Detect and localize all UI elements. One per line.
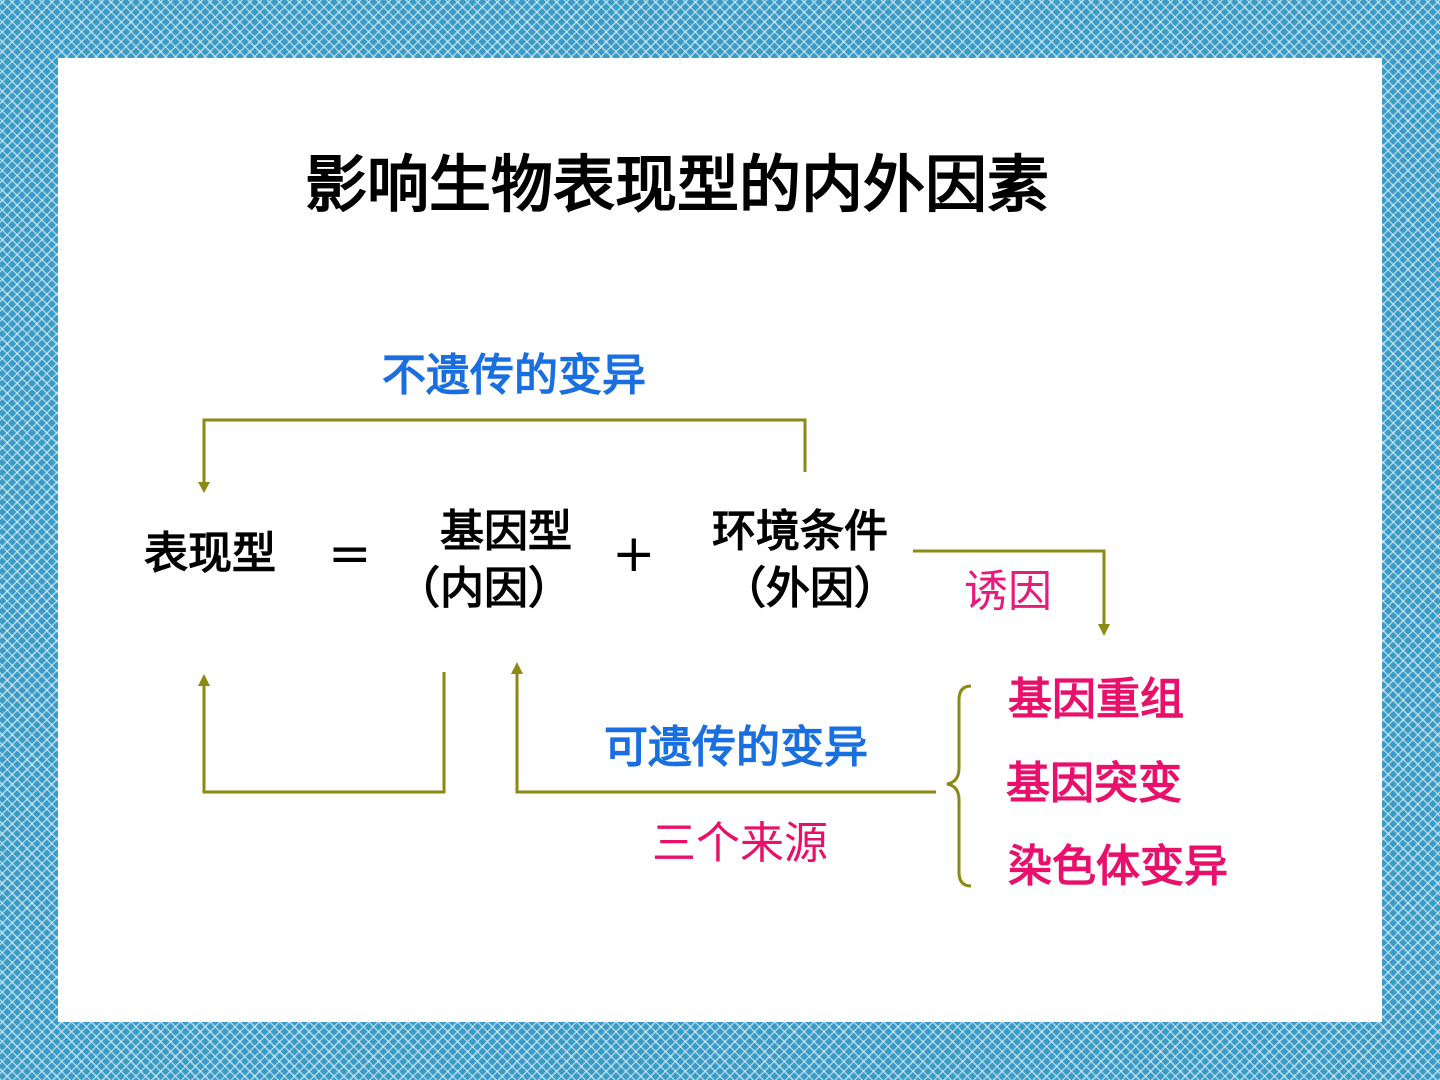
environment-label: 环境条件 [712,506,888,557]
heritable-label: 可遗传的变异 [604,722,868,773]
genotype-to-phenotype-arrow [202,672,446,794]
inducer-label: 诱因 [964,566,1052,617]
genotype-label: 基因型 [440,506,572,557]
equals-sign: = [328,524,372,584]
slide-canvas [58,58,1382,1022]
three-sources-label: 三个来源 [652,818,828,869]
genotype-note: （内因） [396,563,572,614]
source-item: 基因突变 [1006,758,1182,809]
sources-brace [946,684,972,888]
page-title: 影响生物表现型的内外因素 [305,148,1050,221]
non-heritable-arrow [202,418,807,484]
environment-note: （外因） [722,563,898,614]
source-item: 基因重组 [1008,674,1184,725]
source-item: 染色体变异 [1008,841,1228,892]
inducer-arrow [913,549,1106,626]
plus-sign: + [612,524,656,584]
non-heritable-label: 不遗传的变异 [382,350,646,401]
inducer-arrowhead [1098,624,1110,636]
phenotype-label: 表现型 [144,528,276,579]
genotype-to-phenotype-arrowhead [198,674,210,686]
heritable-arrowhead [511,662,523,674]
non-heritable-arrowhead [198,482,210,493]
heritable-arrow [515,672,936,794]
